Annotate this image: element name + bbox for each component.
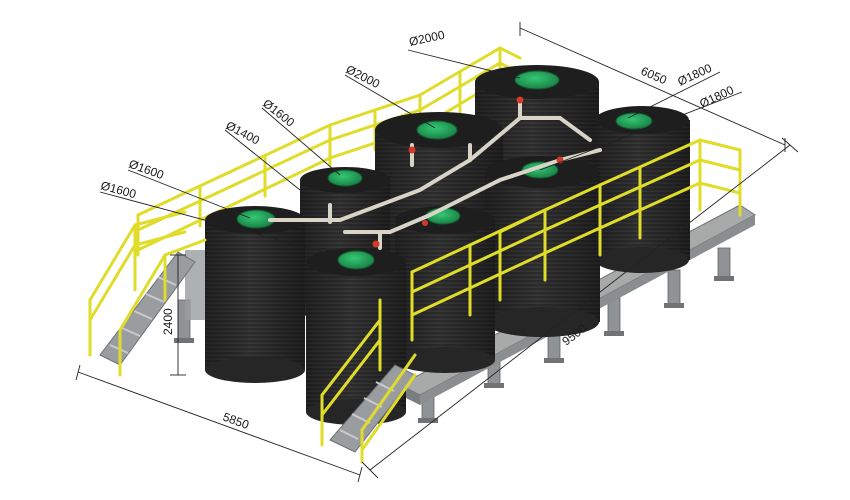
dim-diameter-center: Ø2000 — [344, 62, 383, 91]
dim-diameter-right-2: Ø1800 — [697, 83, 736, 111]
rear-middle-small-tank — [395, 206, 495, 373]
valves — [372, 96, 564, 248]
support-feet — [174, 276, 734, 423]
front-railing — [410, 138, 742, 342]
dimension-lines — [75, 22, 799, 483]
dim-diameter-left-2: Ø1600 — [99, 178, 138, 201]
dim-height: 2400 — [161, 308, 175, 335]
dim-diameter-left-1: Ø1600 — [127, 157, 166, 183]
left-front-tank — [205, 206, 305, 383]
right-tank — [595, 106, 690, 273]
middle-tank — [485, 156, 600, 337]
dim-overall-width: 5850 — [221, 410, 251, 432]
front-stair — [320, 298, 417, 464]
dim-rear-width: 6050 — [639, 64, 669, 87]
dim-diameter-left-mid: Ø1600 — [260, 96, 297, 129]
dim-diameter-small: Ø1400 — [224, 118, 263, 147]
left-stair — [88, 210, 207, 377]
dim-diameter-rear: Ø2000 — [408, 28, 446, 49]
